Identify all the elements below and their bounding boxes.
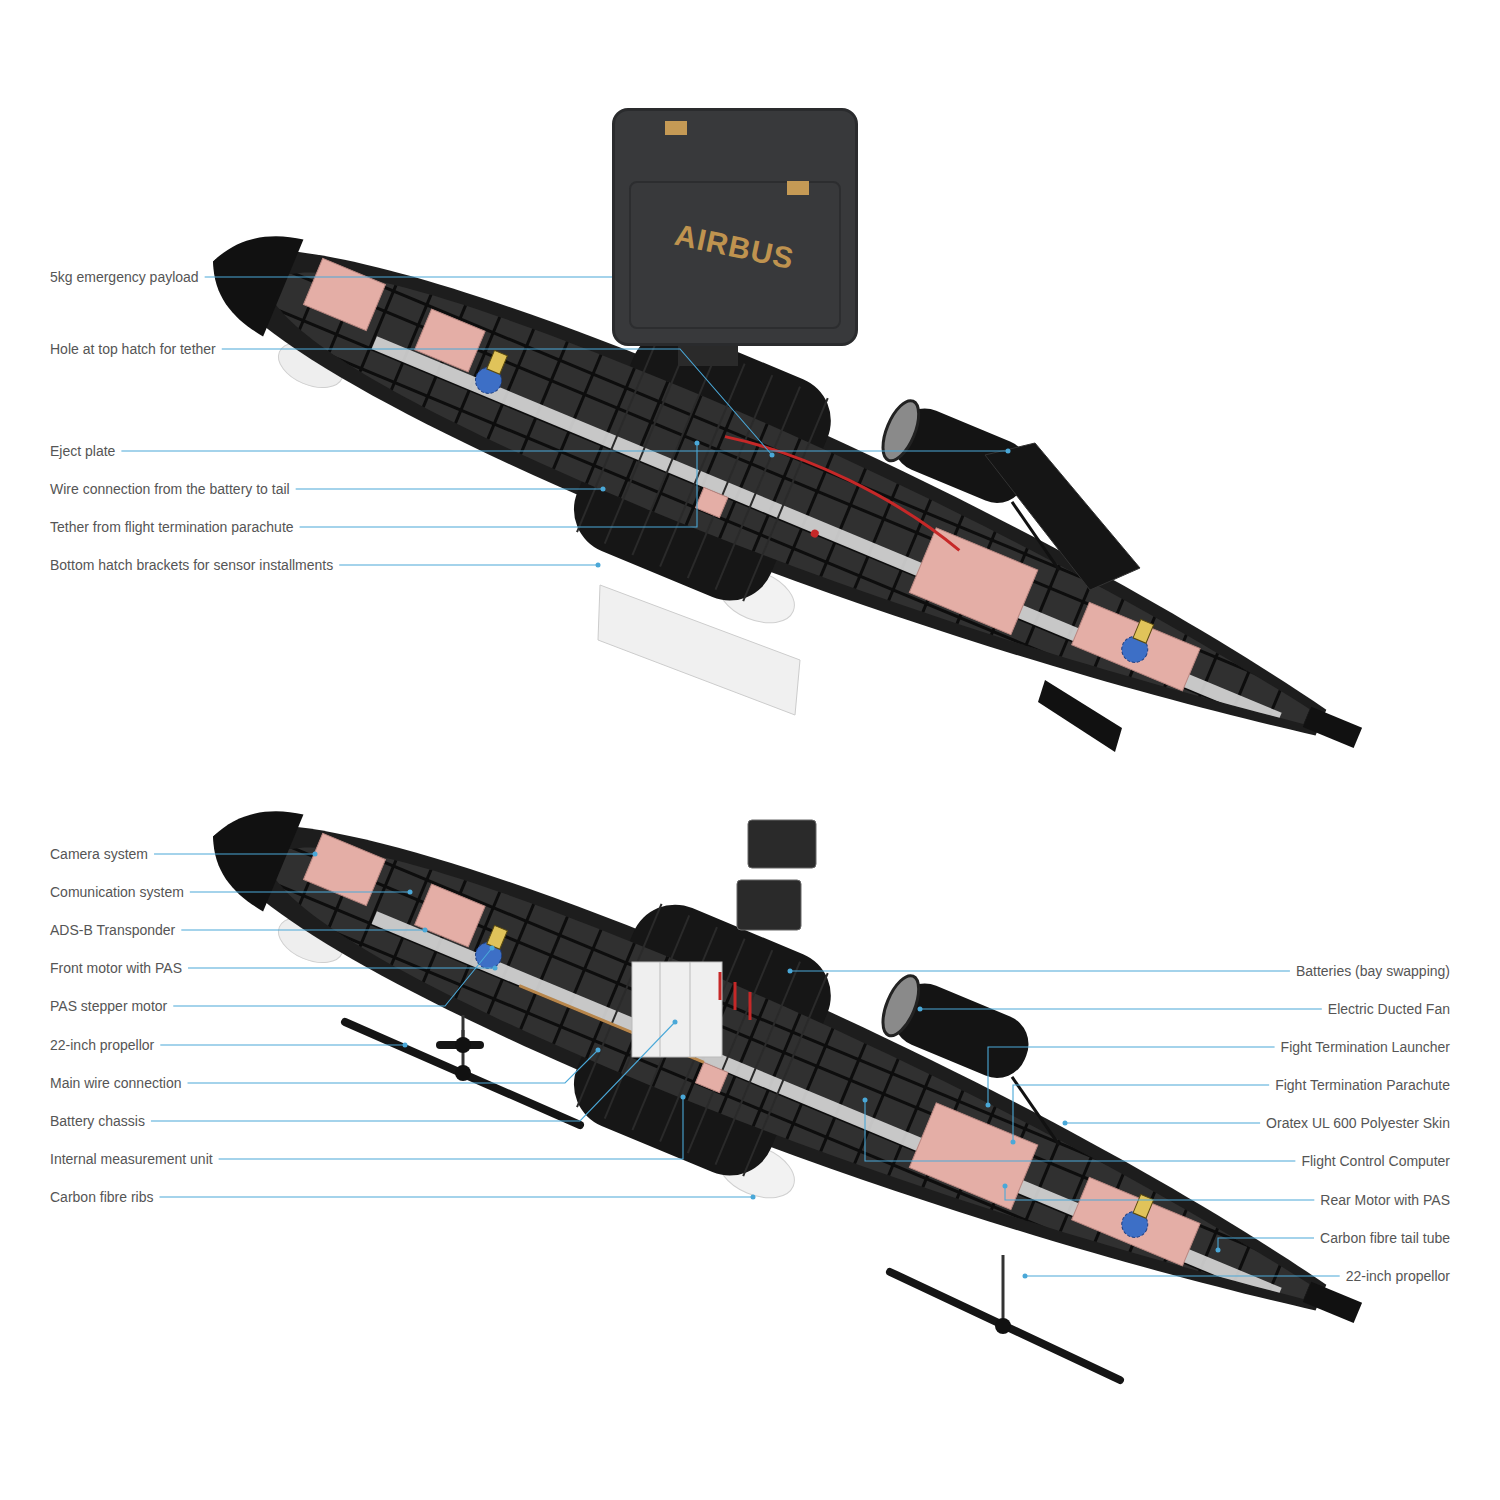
leader-line	[181, 929, 425, 930]
part-label: Carbon fibre ribs	[50, 1188, 154, 1206]
leader-dot	[751, 1195, 756, 1200]
leader-dot	[918, 1007, 923, 1012]
part-label: 22-inch propellor	[50, 1036, 154, 1054]
leader-dot	[770, 453, 775, 458]
leader-dot	[1063, 1121, 1068, 1126]
leader-dot	[673, 1020, 678, 1025]
leader-dot	[1006, 449, 1011, 454]
leader-line	[190, 891, 410, 892]
leader-dot	[313, 852, 318, 857]
leader-dot	[596, 563, 601, 568]
propeller	[345, 1022, 580, 1125]
leader-line	[151, 1022, 675, 1121]
leader-dot	[1011, 1140, 1016, 1145]
battery-chassis	[632, 962, 722, 1057]
leader-dot	[1216, 1248, 1221, 1253]
leader-dot	[681, 1095, 686, 1100]
leader-line	[1005, 1186, 1314, 1200]
leader-dot	[423, 928, 428, 933]
leader-dot	[986, 1103, 991, 1108]
leader-line	[1218, 1238, 1314, 1250]
part-label: 5kg emergency payload	[50, 268, 199, 286]
part-label: Hole at top hatch for tether	[50, 340, 216, 358]
part-label: 22-inch propellor	[1346, 1267, 1450, 1285]
leader-dot	[863, 1098, 868, 1103]
leader-line	[339, 564, 598, 565]
part-label: Carbon fibre tail tube	[1320, 1229, 1450, 1247]
leader-line	[300, 443, 697, 527]
part-label: Bottom hatch brackets for sensor install…	[50, 556, 333, 574]
leader-line	[1065, 1122, 1260, 1123]
leader-dot	[1023, 1274, 1028, 1279]
leader-dot	[1003, 1184, 1008, 1189]
leader-line	[296, 488, 603, 489]
leader-line	[1013, 1085, 1269, 1142]
part-label: Front motor with PAS	[50, 959, 182, 977]
leader-dot	[695, 441, 700, 446]
leader-line	[205, 276, 640, 277]
leader-line	[173, 948, 492, 1006]
leader-line	[790, 970, 1290, 971]
part-label: Flight Control Computer	[1301, 1152, 1450, 1170]
part-label: Wire connection from the battery to tail	[50, 480, 290, 498]
leader-line	[154, 853, 315, 854]
part-label: ADS-B Transponder	[50, 921, 175, 939]
fuselage	[165, 707, 1411, 1427]
leader-line	[121, 450, 1008, 451]
leader-line	[160, 1196, 754, 1197]
leader-line	[219, 1097, 683, 1159]
part-label: Batteries (bay swapping)	[1296, 962, 1450, 980]
part-label: Oratex UL 600 Polyester Skin	[1266, 1114, 1450, 1132]
leader-line	[160, 1044, 405, 1045]
part-label: Internal measurement unit	[50, 1150, 213, 1168]
part-label: Fight Termination Parachute	[1275, 1076, 1450, 1094]
leader-line	[1025, 1275, 1340, 1276]
leader-dot	[408, 890, 413, 895]
propeller	[440, 1015, 480, 1053]
leader-dot	[403, 1043, 408, 1048]
leader-dot	[493, 966, 498, 971]
leader-dot	[490, 946, 495, 951]
leader-dot	[788, 969, 793, 974]
leader-line	[222, 349, 772, 455]
eject-plate	[985, 443, 1140, 590]
leader-line	[188, 1050, 598, 1083]
part-label: Eject plate	[50, 442, 115, 460]
leader-line	[988, 1047, 1275, 1105]
part-label: Electric Ducted Fan	[1328, 1000, 1450, 1018]
part-label: Rear Motor with PAS	[1320, 1191, 1450, 1209]
battery	[737, 880, 801, 930]
brand-text: AIRBUS	[672, 218, 797, 276]
propeller	[890, 1255, 1120, 1380]
fuselage	[165, 132, 1411, 852]
leader-dot	[596, 1048, 601, 1053]
leader-line	[188, 967, 495, 968]
leader-line	[865, 1100, 1295, 1161]
leader-line	[920, 1008, 1322, 1009]
battery	[748, 820, 816, 868]
part-label: Tether from flight termination parachute	[50, 518, 294, 536]
part-label: Fight Termination Launcher	[1281, 1038, 1450, 1056]
part-label: Comunication system	[50, 883, 184, 901]
leader-dot	[601, 487, 606, 492]
part-label: Battery chassis	[50, 1112, 145, 1130]
leader-lines	[121, 275, 1339, 1279]
part-label: Main wire connection	[50, 1074, 182, 1092]
part-label: Camera system	[50, 845, 148, 863]
payload-case: AIRBUS	[612, 108, 858, 346]
part-label: PAS stepper motor	[50, 997, 167, 1015]
